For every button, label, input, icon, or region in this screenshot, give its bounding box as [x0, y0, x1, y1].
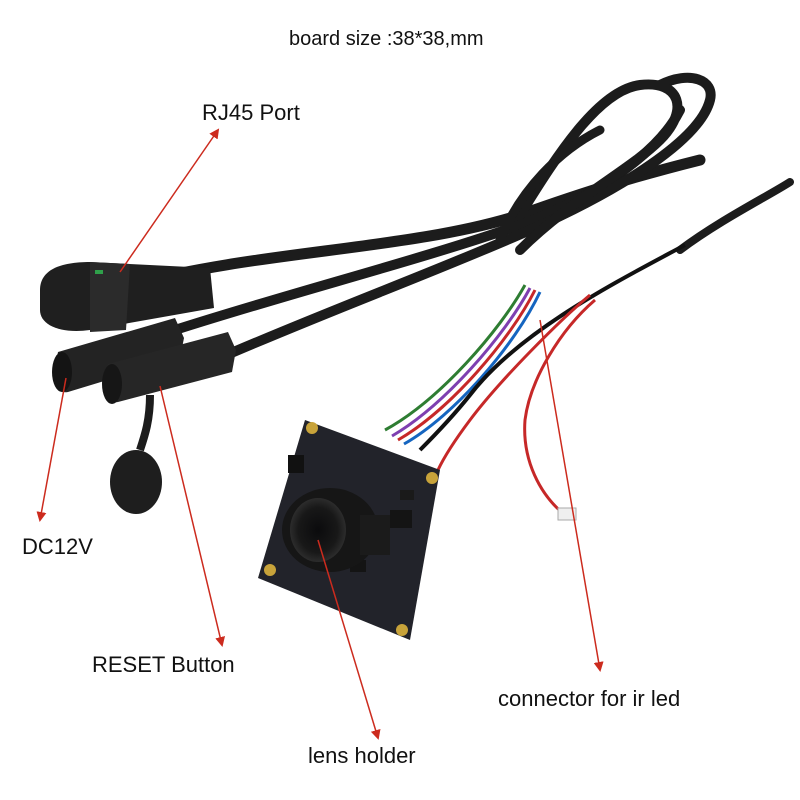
- reset-connector: [102, 332, 237, 514]
- ir-led-label: connector for ir led: [498, 686, 681, 711]
- arrow-dc: [36, 377, 67, 522]
- lens-holder-label: lens holder: [308, 743, 416, 768]
- reset-label: RESET Button: [92, 652, 235, 677]
- colored-wires: [384, 243, 686, 521]
- annotation-arrows: [36, 128, 604, 740]
- arrow-rj45: [119, 128, 220, 273]
- board-size-caption: board size :38*38,mm: [289, 28, 484, 50]
- arrow-ir-led: [539, 319, 604, 672]
- rj45-label: RJ45 Port: [202, 100, 300, 125]
- camera-pcb: [258, 420, 440, 640]
- cable-bundle: [124, 72, 794, 365]
- dc-label: DC12V: [22, 534, 93, 559]
- arrow-reset: [159, 385, 226, 647]
- arrow-lens: [317, 539, 381, 740]
- rj45-connector: [40, 262, 214, 332]
- dc-jack: [52, 318, 185, 393]
